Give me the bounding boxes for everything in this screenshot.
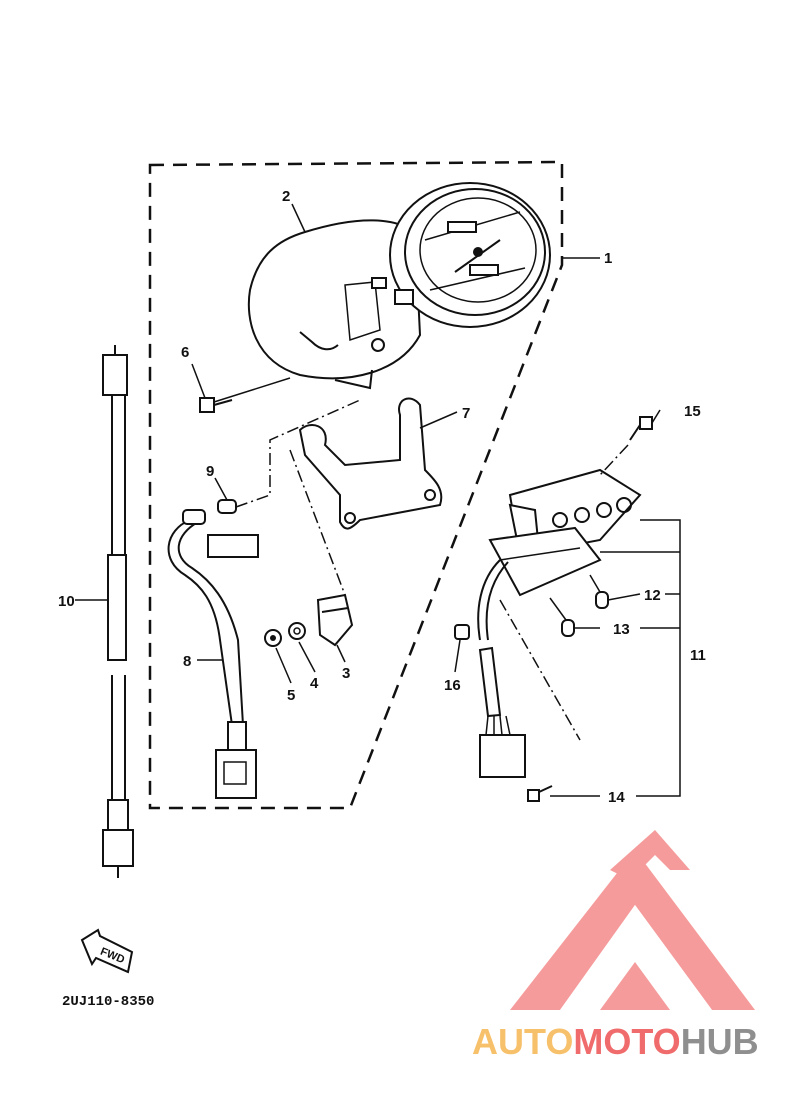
callout-14: 14 [608,789,625,806]
bulb-12 [589,574,609,609]
brand-auto: AUTO [472,1021,573,1062]
callout-5: 5 [287,687,295,704]
washer-4 [288,622,306,640]
speedometer-assembly [371,182,551,328]
screw-14 [499,599,581,802]
callout-13: 13 [613,621,630,638]
drawing-code: 2UJ110-8350 [62,994,154,1010]
automotohub-logo-icon [510,830,755,1010]
callout-7: 7 [462,405,470,422]
screw-15 [599,416,653,476]
callout-6: 6 [181,344,189,361]
callout-9: 9 [206,463,214,480]
bracket-7 [298,397,443,530]
bolt-6 [199,377,291,413]
grommet-9 [217,399,361,514]
lamp-harness-8 [167,509,259,799]
callout-4: 4 [310,675,319,692]
callout-12: 12 [644,587,661,604]
callout-10: 10 [58,593,75,610]
brand-hub: HUB [681,1021,759,1062]
callout-15: 15 [684,403,701,420]
speedometer-cable-10 [102,345,134,878]
meter-housing [247,219,422,390]
bulb-13 [549,597,575,637]
nut-5 [264,629,282,647]
callout-11: 11 [690,647,706,664]
callout-16: 16 [444,677,461,694]
assembly-boundary [148,160,564,810]
leader-lines [75,203,681,797]
callout-1: 1 [604,250,612,267]
callout-2: 2 [282,188,290,205]
callout-8: 8 [183,653,191,670]
callout-3: 3 [342,665,350,682]
brand-wordmark: AUTOMOTOHUB [472,1021,759,1062]
indicator-light-assembly-11 [477,468,642,778]
brand-moto: MOTO [573,1021,680,1062]
damper-3 [289,449,354,647]
socket-16 [454,624,470,640]
fwd-arrow-icon: FWD [80,928,134,974]
